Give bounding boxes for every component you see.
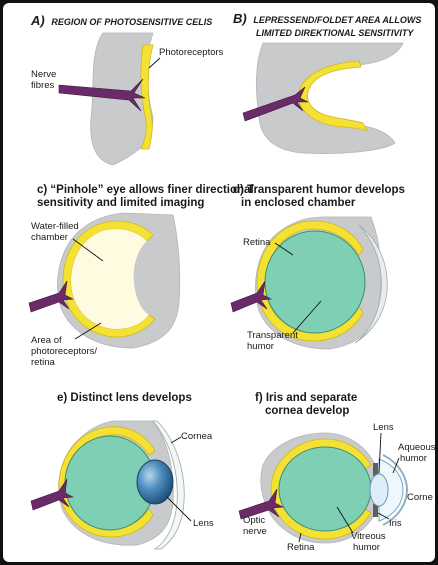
panel-f-retina-leader <box>298 532 302 543</box>
panel-f: f) Iris and separate cornea develop Lens… <box>238 392 435 553</box>
panel-b-caption-line1: B) Lepressend/foldet area allows <box>233 11 421 26</box>
panel-f-caption-line1: f) Iris and separate <box>255 392 357 404</box>
panel-c-caption-line1: c) “Pinhole” eye allows finer directiona… <box>37 184 254 196</box>
panel-d-humor-label-line1: Transparent <box>247 330 298 341</box>
panel-f-iris-leader <box>377 512 390 520</box>
eye-evolution-diagram: A) Region of photosensitive celis Photor… <box>3 3 435 562</box>
panel-f-lens-leader <box>378 432 382 474</box>
panel-e: e) Distinct lens develops Cornea Lens <box>30 392 214 550</box>
panel-c-area-label-line3: retina <box>31 357 55 368</box>
panel-f-lens-label: Lens <box>373 422 394 433</box>
panel-e-lens-label: Lens <box>193 518 214 529</box>
panel-c-area-label-line2: photoreceptors/ <box>31 346 97 357</box>
panel-a-photoreceptors-leader <box>148 57 161 69</box>
panel-e-lens-leader <box>166 496 192 522</box>
panel-f-optic-label-line1: Optic <box>243 515 265 526</box>
panel-f-lens <box>369 473 389 507</box>
panel-d-clear-outer-layer <box>354 224 388 344</box>
panel-e-lens <box>136 459 174 505</box>
panel-a-photoreceptors-label: Photoreceptors <box>159 47 224 58</box>
panel-f-vitreous-label-line2: humor <box>353 542 380 553</box>
panel-f-optic-nerve <box>238 488 285 520</box>
panel-f-cornea-label: Corne <box>407 492 433 503</box>
panel-d: d) Transparent humor develops in enclose… <box>230 184 405 352</box>
panel-d-caption-line2: in enclosed chamber <box>241 197 356 209</box>
panel-b: B) Lepressend/foldet area allows limited… <box>233 11 421 154</box>
panel-c-water-label-line2: chamber <box>31 232 68 243</box>
panel-c-water-filled-chamber <box>71 229 149 329</box>
panel-a: A) Region of photosensitive celis Photor… <box>30 13 224 166</box>
panel-d-humor-label-line2: humor <box>247 341 274 352</box>
panel-e-cornea-leader <box>170 436 182 444</box>
panel-f-vitreous-humor <box>278 446 372 532</box>
diagram-canvas: A) Region of photosensitive celis Photor… <box>28 11 435 553</box>
panel-c-caption-line2: sensitivity and limited imaging <box>37 197 204 209</box>
panel-b-folded-retina <box>298 60 368 132</box>
panel-f-aqueous-leader <box>392 457 400 474</box>
panel-d-retina <box>256 220 364 342</box>
panel-f-retina-label: Retina <box>287 542 315 553</box>
panel-c-nerve <box>28 280 75 313</box>
panel-f-vitreous-leader <box>336 506 354 534</box>
panel-e-cornea-label: Cornea <box>181 431 213 442</box>
panel-c: c) “Pinhole” eye allows finer directiona… <box>28 184 254 368</box>
panel-f-caption-line2: cornea develop <box>265 405 349 417</box>
panel-a-caption: A) Region of photosensitive celis <box>30 13 212 28</box>
panel-b-nerve <box>242 86 309 122</box>
panel-f-cornea <box>382 454 409 526</box>
panel-c-water-leader <box>72 238 104 262</box>
panel-f-aqueous-chamber <box>378 458 404 522</box>
panel-f-iris-top <box>373 463 378 476</box>
panel-a-nerve-label-line1: Nerve <box>31 69 56 80</box>
panel-e-nerve <box>30 478 75 511</box>
panel-a-nerve-label-line2: fibres <box>31 80 54 91</box>
panel-f-aqueous-label-line1: Aqueous <box>398 442 435 453</box>
panel-e-caption: e) Distinct lens develops <box>57 392 192 404</box>
panel-f-iris-label: Iris <box>389 518 402 529</box>
panel-a-nerve-fibres <box>58 78 146 112</box>
panel-c-area-label-line1: Area of <box>31 335 62 346</box>
panel-d-retina-label: Retina <box>243 237 271 248</box>
panel-f-iris-bottom <box>373 504 378 517</box>
panel-d-nerve <box>230 280 273 313</box>
panel-f-optic-label-line2: nerve <box>243 526 267 537</box>
panel-b-caption-line2: limited direktional sensitivity <box>256 28 414 38</box>
panel-c-water-label-line1: Water-filled <box>31 221 79 232</box>
panel-c-area-leader <box>74 322 102 340</box>
panel-f-vitreous-label-line1: Vitreous <box>351 531 386 542</box>
panel-f-aqueous-label-line2: humor <box>400 453 427 464</box>
panel-a-photoreceptor-layer <box>140 44 154 150</box>
panel-d-caption-line1: d) Transparent humor develops <box>233 184 405 196</box>
panel-e-cornea <box>152 420 185 550</box>
panel-b-tissue <box>255 42 404 154</box>
panel-d-retina-leader <box>274 242 294 256</box>
panel-d-humor-leader <box>292 300 322 334</box>
